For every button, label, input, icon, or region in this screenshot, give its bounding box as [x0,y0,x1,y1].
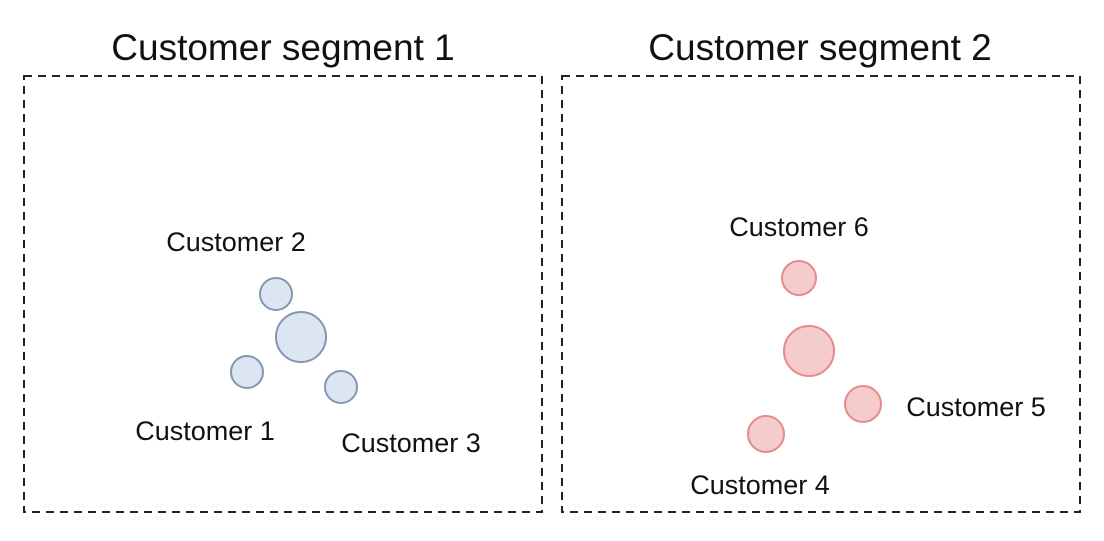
customer-4-point [747,415,785,453]
segment-2: Customer segment 2 Customer 6 Customer 5… [561,27,1081,513]
segment-1-centroid [275,311,327,363]
segment-2-boundary [561,75,1081,513]
customer-6-point [781,260,817,296]
customer-2-point [259,277,293,311]
customer-4-label: Customer 4 [690,470,830,500]
customer-3-point [324,370,358,404]
customer-5-point [844,385,882,423]
segment-2-title: Customer segment 2 [648,27,991,68]
segment-1: Customer segment 1 Customer 2 Customer 1… [23,27,543,513]
customer-6-label: Customer 6 [729,212,869,242]
customer-2-label: Customer 2 [166,227,306,257]
segment-2-centroid [783,325,835,377]
customer-1-point [230,355,264,389]
customer-3-label: Customer 3 [341,428,481,458]
segment-1-title: Customer segment 1 [111,27,454,68]
customer-5-label: Customer 5 [906,392,1046,422]
segment-1-boundary [23,75,543,513]
customer-1-label: Customer 1 [135,416,275,446]
